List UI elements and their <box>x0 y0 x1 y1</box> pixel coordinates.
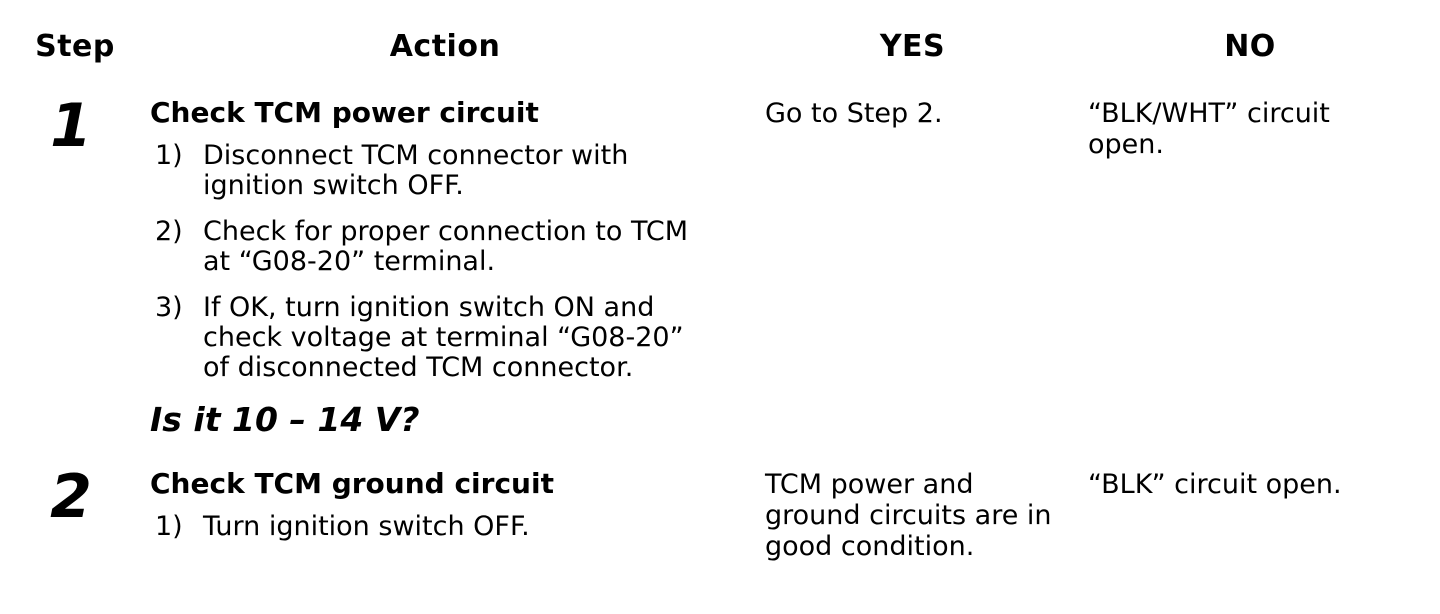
no-cell-text: “BLK” circuit open. <box>1088 469 1342 500</box>
table-row-step-2: 2 Check TCM ground circuit 1) Turn ignit… <box>0 462 1415 562</box>
column-header-action: Action <box>389 29 501 64</box>
step-item-text: If OK, turn ignition switch ON and check… <box>203 292 684 383</box>
action-question: Is it 10 – 14 V? <box>150 400 420 439</box>
step-item-text: Check for proper connection to TCM at “G… <box>203 216 689 277</box>
column-header-step: Step <box>35 29 115 64</box>
action-cell: Check TCM power circuit 1) Disconnect TC… <box>150 98 740 439</box>
no-cell: “BLK/WHT” circuit open. <box>1085 98 1415 439</box>
step-item-text: Disconnect TCM connector with ignition s… <box>203 140 629 201</box>
yes-cell-text: Go to Step 2. <box>765 98 943 129</box>
action-step-item: 1) Disconnect TCM connector with ignitio… <box>150 141 740 201</box>
step-number: 1 <box>50 91 92 161</box>
column-header-no: NO <box>1224 29 1276 64</box>
no-cell: “BLK” circuit open. <box>1085 469 1415 562</box>
step-item-number: 1) <box>155 140 183 171</box>
yes-cell: TCM power and ground circuits are in goo… <box>740 469 1085 562</box>
diagnostic-table: Step Action YES NO 1 Check TCM power cir… <box>0 0 1415 563</box>
step-item-number: 2) <box>155 216 183 247</box>
action-step-item: 3) If OK, turn ignition switch ON and ch… <box>150 293 740 383</box>
yes-cell: Go to Step 2. <box>740 98 1085 439</box>
table-row-step-1: 1 Check TCM power circuit 1) Disconnect … <box>0 91 1415 439</box>
table-header-row: Step Action YES NO <box>0 0 1415 64</box>
action-title: Check TCM ground circuit <box>150 467 554 500</box>
step-item-number: 3) <box>155 292 183 323</box>
step-number: 2 <box>50 462 92 532</box>
action-step-item: 1) Turn ignition switch OFF. <box>150 512 740 542</box>
yes-cell-text: TCM power and ground circuits are in goo… <box>765 469 1052 562</box>
no-cell-text: “BLK/WHT” circuit open. <box>1088 98 1330 160</box>
action-cell: Check TCM ground circuit 1) Turn ignitio… <box>150 469 740 562</box>
column-header-yes: YES <box>879 29 946 64</box>
action-step-item: 2) Check for proper connection to TCM at… <box>150 217 740 277</box>
step-item-number: 1) <box>155 511 183 542</box>
action-title: Check TCM power circuit <box>150 96 539 129</box>
step-item-text: Turn ignition switch OFF. <box>203 511 530 542</box>
